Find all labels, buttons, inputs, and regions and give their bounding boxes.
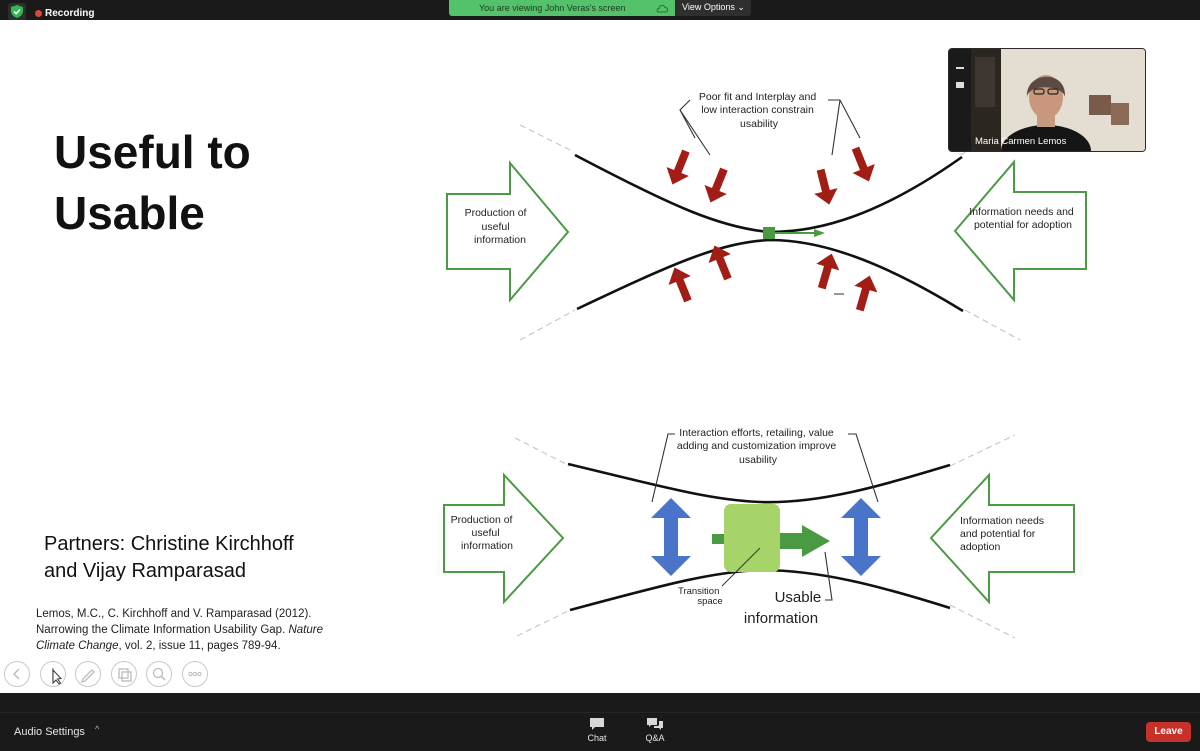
top-left-arrow-text: Production of useful information — [465, 207, 530, 246]
zoom-top-bar: Recording You are viewing John Veras's s… — [0, 0, 1200, 21]
production-arrow-outline — [443, 472, 565, 605]
qa-icon — [647, 718, 663, 730]
partners-text: Partners: Christine Kirchhoff and Vijay … — [44, 531, 294, 585]
zoom-icon[interactable] — [146, 661, 172, 687]
participant-video-frame — [949, 49, 1145, 151]
qa-button[interactable]: Q&A — [635, 717, 675, 743]
top-upper-curve — [574, 153, 963, 234]
guide-line — [519, 124, 571, 151]
audio-settings-button[interactable]: Audio Settings — [14, 726, 85, 738]
bottom-lower-curve — [569, 568, 951, 612]
down-arrow-icon — [704, 167, 728, 203]
bottom-diagram: Production of useful information Informa… — [443, 427, 1075, 639]
qa-label: Q&A — [645, 733, 665, 743]
chat-label: Chat — [587, 733, 607, 743]
video-control-icon[interactable] — [956, 67, 964, 69]
top-diagram: Production of useful information Informa… — [446, 91, 1087, 341]
flow-square — [763, 227, 775, 239]
title-line-2: Usable — [54, 187, 205, 239]
double-arrow-icon — [651, 498, 691, 576]
transition-label: Transition space — [678, 586, 723, 607]
leader-line — [824, 551, 833, 601]
viewing-screen-banner: You are viewing John Veras's screen — [449, 0, 675, 16]
cloud-icon — [656, 5, 669, 13]
leader-line — [828, 99, 861, 139]
effort-label: Interaction efforts, retailing, value ad… — [677, 427, 839, 466]
pen-icon[interactable] — [75, 661, 101, 687]
leader-line — [721, 547, 761, 587]
title-line-1: Useful to — [54, 126, 251, 178]
leader-line — [848, 433, 879, 503]
guide-line — [516, 609, 571, 637]
view-options-button[interactable]: View Options ⌄ — [675, 0, 751, 16]
more-icon[interactable] — [182, 661, 208, 687]
top-lower-curve — [576, 238, 964, 313]
zoom-bottom-bar: Audio Settings ^ Chat Q&A Leave — [0, 712, 1200, 751]
partners-line-2: and Vijay Ramparasad — [44, 560, 246, 582]
recording-dot-icon — [35, 10, 42, 17]
citation-details: , vol. 2, issue 11, pages 789-94. — [118, 640, 281, 652]
constraint-label: Poor fit and Interplay and low interacti… — [699, 91, 819, 130]
citation-journal: Nature Climate Change — [36, 624, 323, 652]
leader-line — [679, 109, 711, 156]
citation: Lemos, M.C., C. Kirchhoff and V. Rampara… — [36, 606, 346, 654]
usable-label: Usable information — [744, 589, 826, 627]
up-arrow-icon — [708, 245, 732, 281]
needs-arrow-outline — [953, 159, 1087, 303]
flow-arrow-icon — [780, 525, 830, 557]
top-right-arrow-text: Information needs and potential for adop… — [969, 206, 1076, 231]
guide-line — [949, 604, 1016, 639]
production-arrow-outline — [446, 160, 570, 303]
leader-line — [651, 433, 675, 503]
chat-button[interactable]: Chat — [577, 717, 617, 743]
bottom-right-arrow-text: Information needs and potential for adop… — [960, 515, 1047, 553]
guide-line — [964, 309, 1021, 341]
needs-arrow-outline — [929, 472, 1075, 605]
partners-line-1: Partners: Christine Kirchhoff — [44, 533, 294, 555]
bottom-upper-curve — [567, 462, 951, 504]
flow-arrowhead — [814, 229, 825, 237]
down-arrow-icon — [666, 149, 690, 185]
video-control-icon[interactable] — [956, 82, 964, 88]
guide-line — [949, 434, 1016, 467]
up-arrow-icon — [854, 275, 878, 312]
guide-line — [514, 437, 571, 467]
security-shield-icon[interactable] — [8, 3, 26, 21]
leader-line — [679, 99, 696, 139]
participant-video-tile[interactable]: Maria Carmen Lemos — [948, 48, 1146, 152]
previous-icon[interactable] — [4, 661, 30, 687]
double-arrow-icon — [841, 498, 881, 576]
leave-button[interactable]: Leave — [1146, 722, 1191, 742]
flow-stub — [712, 534, 724, 544]
guide-line — [519, 309, 576, 341]
copy-icon[interactable] — [111, 661, 137, 687]
down-arrow-icon — [814, 168, 838, 205]
slide-title: Useful to Usable — [54, 122, 251, 244]
up-arrow-icon — [816, 253, 840, 290]
pointer-icon[interactable] — [40, 661, 66, 687]
leader-line — [831, 99, 841, 156]
down-arrow-icon — [851, 146, 875, 182]
participant-name: Maria Carmen Lemos — [975, 136, 1067, 147]
usability-diagram: Production of useful information Informa… — [443, 91, 1087, 639]
bottom-left-arrow-text: Production of useful information — [451, 514, 516, 552]
constraint-arrows — [666, 146, 878, 312]
chevron-up-icon[interactable]: ^ — [95, 724, 100, 734]
transition-box — [724, 504, 780, 572]
chat-icon — [590, 718, 604, 730]
recording-label[interactable]: Recording — [45, 8, 95, 19]
citation-text: Lemos, M.C., C. Kirchhoff and V. Rampara… — [36, 608, 312, 636]
up-arrow-icon — [668, 267, 692, 303]
